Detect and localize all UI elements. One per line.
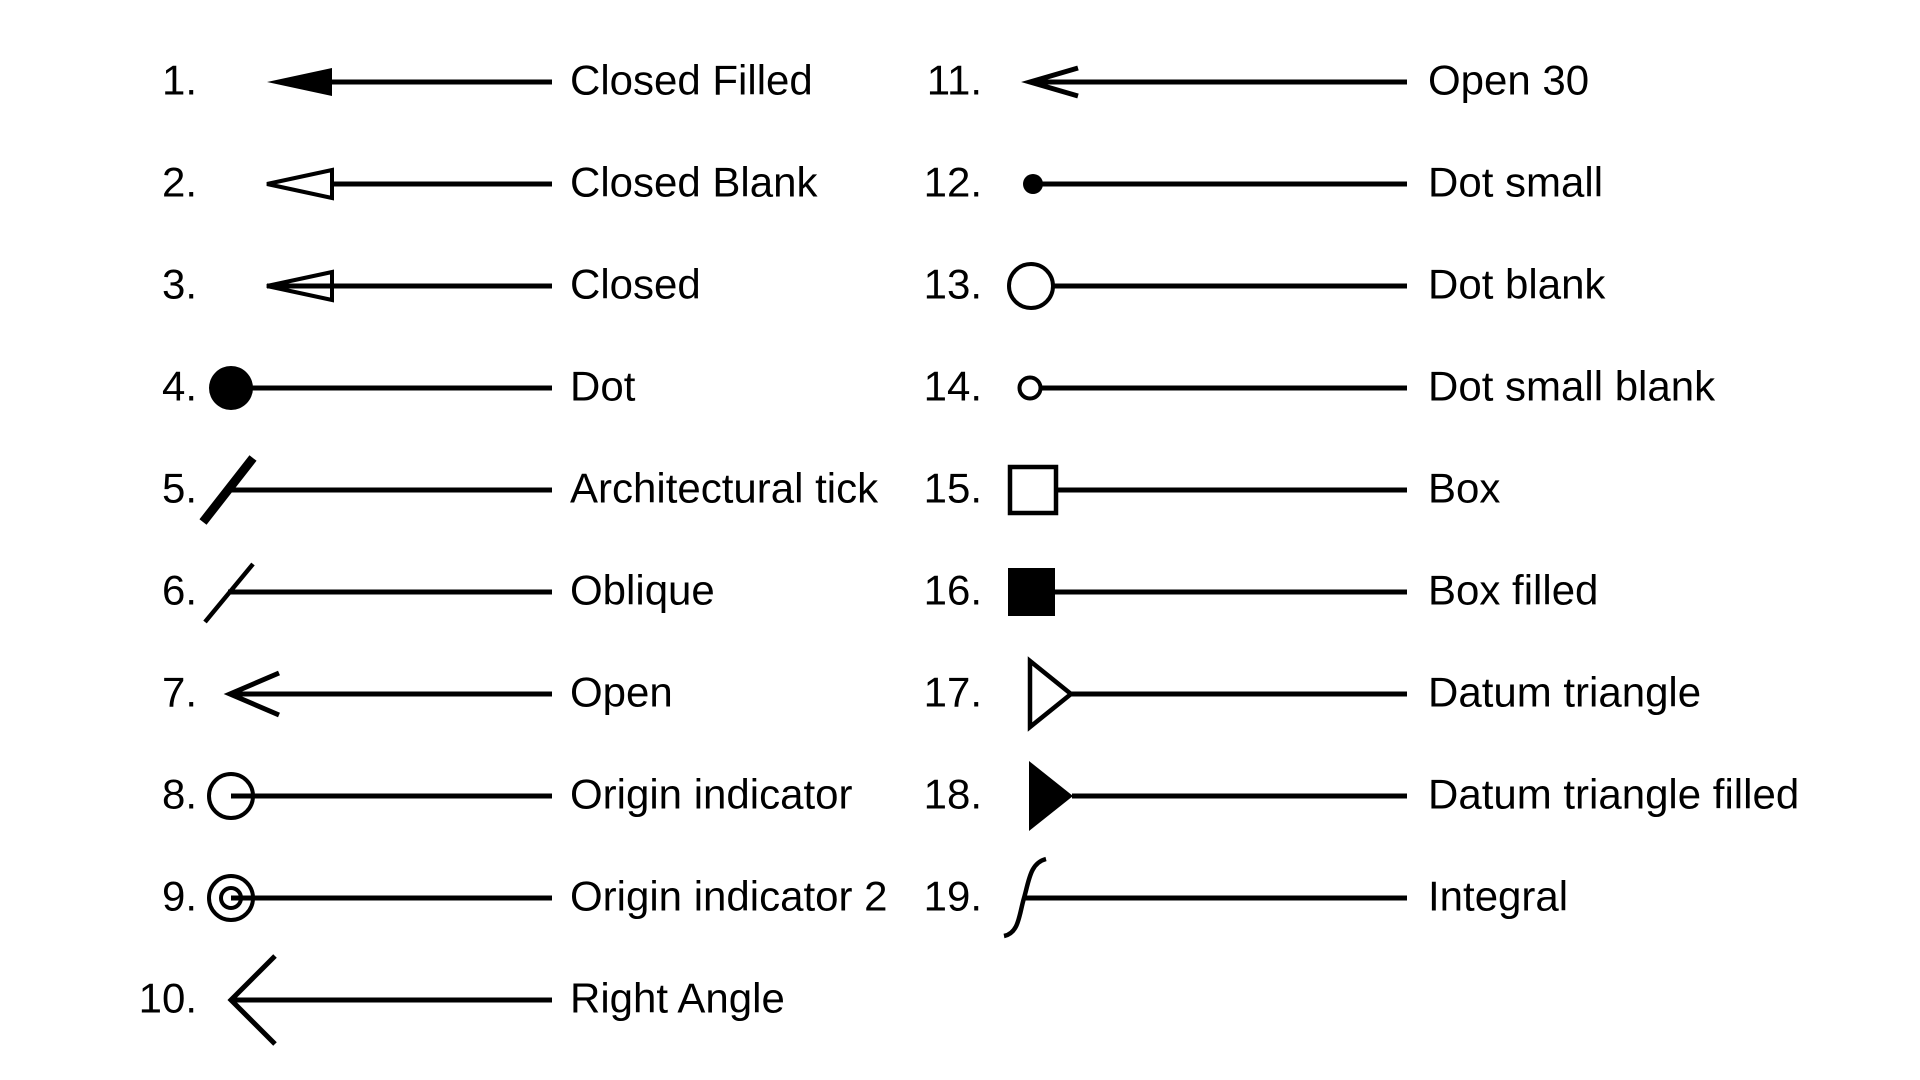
item-number: 16.: [923, 566, 982, 614]
legend-item: 8. Origin indicator: [0, 744, 1920, 848]
architectural-tick-icon: [199, 455, 552, 525]
item-label: Oblique: [570, 566, 715, 614]
item-number: 8.: [161, 770, 197, 818]
dot-blank-icon: [1007, 262, 1407, 310]
legend-item: 11. Open 30: [0, 30, 1920, 134]
item-label: Closed Blank: [570, 158, 818, 206]
closed-blank-icon: [266, 167, 552, 201]
item-number: 4.: [161, 362, 197, 410]
legend-item: 13. Dot blank: [0, 234, 1920, 338]
item-label: Box filled: [1428, 566, 1599, 614]
closed-icon: [266, 269, 552, 303]
item-number: 14.: [923, 362, 982, 410]
item-number: 15.: [923, 464, 982, 512]
legend-item: 14. Dot small blank: [0, 336, 1920, 440]
item-number: 10.: [138, 974, 197, 1022]
item-label: Box: [1428, 464, 1501, 512]
legend-item: 15. Box: [0, 438, 1920, 542]
item-number: 2.: [161, 158, 197, 206]
item-number: 12.: [923, 158, 982, 206]
legend-item: 4. Dot: [0, 336, 1920, 440]
legend-item: 2. Closed Blank: [0, 132, 1920, 236]
dot-small-blank-icon: [1017, 375, 1407, 401]
legend-item: 7. Open: [0, 642, 1920, 746]
legend-item: 9. Origin indicator 2: [0, 846, 1920, 950]
integral-icon: [1003, 856, 1407, 939]
item-label: Dot blank: [1428, 260, 1606, 308]
right-angle-icon: [227, 954, 552, 1046]
item-label: Dot small: [1428, 158, 1604, 206]
item-label: Datum triangle: [1428, 668, 1702, 716]
origin-indicator-icon: [207, 772, 552, 820]
item-label: Closed Filled: [570, 56, 813, 104]
oblique-icon: [203, 562, 552, 624]
item-number: 19.: [923, 872, 982, 920]
item-label: Origin indicator 2: [570, 872, 888, 920]
legend-item: 16. Box filled: [0, 540, 1920, 644]
item-number: 18.: [923, 770, 982, 818]
item-number: 3.: [161, 260, 197, 308]
item-label: Open: [570, 668, 673, 716]
item-number: 17.: [923, 668, 982, 716]
item-label: Right Angle: [570, 974, 785, 1022]
item-number: 5.: [161, 464, 197, 512]
item-number: 6.: [161, 566, 197, 614]
item-label: Datum triangle filled: [1428, 770, 1800, 818]
item-number: 11.: [926, 56, 982, 104]
legend-item: 18. Datum triangle filled: [0, 744, 1920, 848]
item-label: Dot: [570, 362, 636, 410]
open-30-icon: [1021, 65, 1407, 99]
box-icon: [1007, 464, 1407, 516]
legend-item: 12. Dot small: [0, 132, 1920, 236]
item-label: Open 30: [1428, 56, 1590, 104]
item-number: 7.: [161, 668, 197, 716]
item-label: Architectural tick: [570, 464, 879, 512]
item-label: Closed: [570, 260, 701, 308]
item-label: Integral: [1428, 872, 1569, 920]
item-number: 9.: [161, 872, 197, 920]
legend-item: 6. Oblique: [0, 540, 1920, 644]
legend-item: 10. Right Angle: [0, 948, 1920, 1052]
item-number: 1.: [161, 56, 197, 104]
datum-triangle-filled-icon: [1029, 761, 1407, 831]
dot-icon: [209, 366, 552, 410]
legend-item: 19. Integral: [0, 846, 1920, 950]
legend-item: 17. Datum triangle: [0, 642, 1920, 746]
item-label: Origin indicator: [570, 770, 853, 818]
datum-triangle-icon: [1027, 656, 1407, 732]
box-filled-icon: [1008, 568, 1407, 616]
open-icon: [223, 670, 552, 718]
closed-filled-icon: [267, 68, 552, 96]
dot-small-icon: [1023, 174, 1407, 194]
legend-item: 3. Closed: [0, 234, 1920, 338]
item-label: Dot small blank: [1428, 362, 1716, 410]
origin-indicator-2-icon: [207, 874, 552, 922]
legend-item: 5. Architectural tick: [0, 438, 1920, 542]
legend-item: 1. Closed Filled: [0, 30, 1920, 134]
item-number: 13.: [923, 260, 982, 308]
